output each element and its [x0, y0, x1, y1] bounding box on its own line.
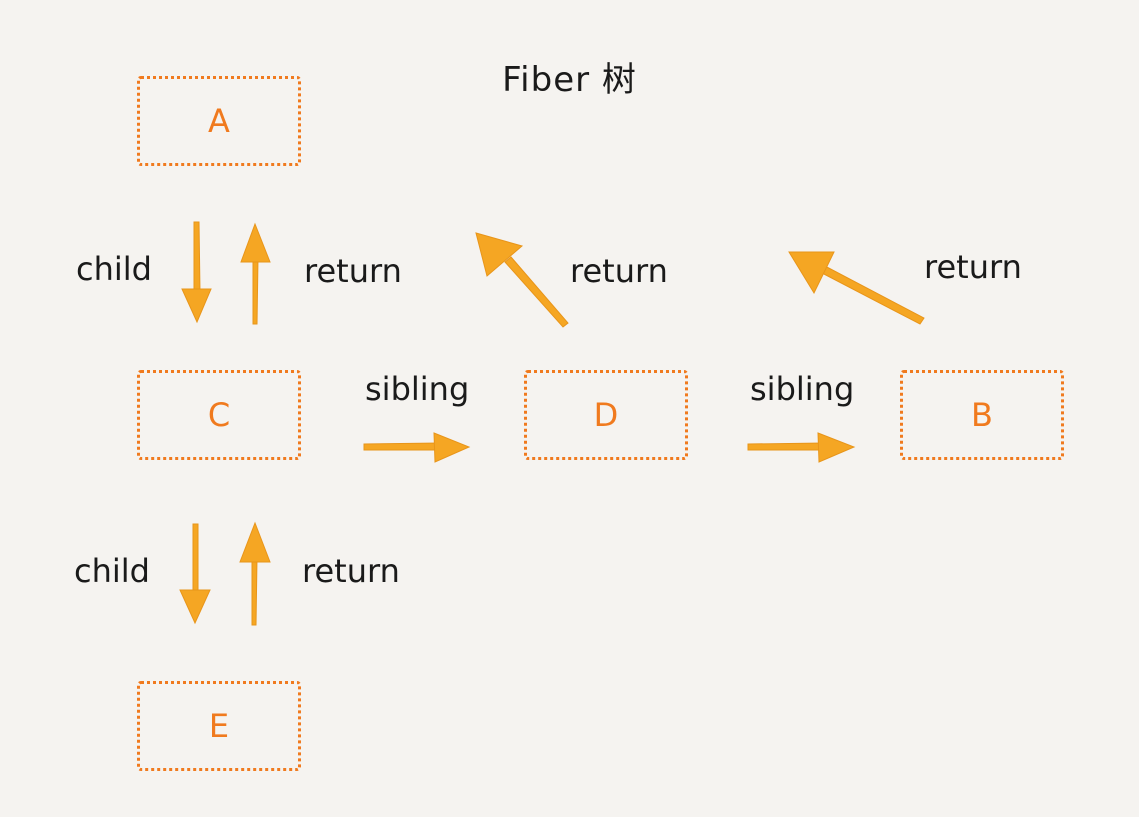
- arrow-sibling-c-d: [363, 432, 471, 463]
- arrow-return-e-c: [239, 521, 271, 626]
- label-return-b-a: return: [924, 248, 1022, 286]
- node-b-label: B: [971, 396, 993, 434]
- arrow-return-b-a: [788, 251, 925, 325]
- arrow-return-c-a: [240, 222, 271, 325]
- arrow-child-a-c: [181, 221, 212, 324]
- node-b: B: [900, 370, 1064, 460]
- node-c: C: [137, 370, 301, 460]
- label-sibling-d-b: sibling: [750, 370, 855, 408]
- node-d: D: [524, 370, 688, 460]
- label-child-a-c: child: [76, 250, 152, 288]
- arrow-return-d-a: [475, 232, 569, 328]
- label-child-c-e: child: [74, 552, 150, 590]
- node-e-label: E: [208, 707, 230, 745]
- arrow-sibling-d-b: [747, 432, 856, 463]
- label-return-e-c: return: [302, 552, 400, 590]
- label-return-c-a: return: [304, 252, 402, 290]
- node-e: E: [137, 681, 301, 771]
- label-sibling-c-d: sibling: [365, 370, 470, 408]
- diagram-title: Fiber 树: [502, 60, 637, 100]
- node-a-label: A: [208, 102, 230, 140]
- label-return-d-a: return: [570, 252, 668, 290]
- node-c-label: C: [207, 396, 231, 434]
- node-a: A: [137, 76, 301, 166]
- node-d-label: D: [593, 396, 619, 434]
- arrow-child-c-e: [179, 523, 211, 625]
